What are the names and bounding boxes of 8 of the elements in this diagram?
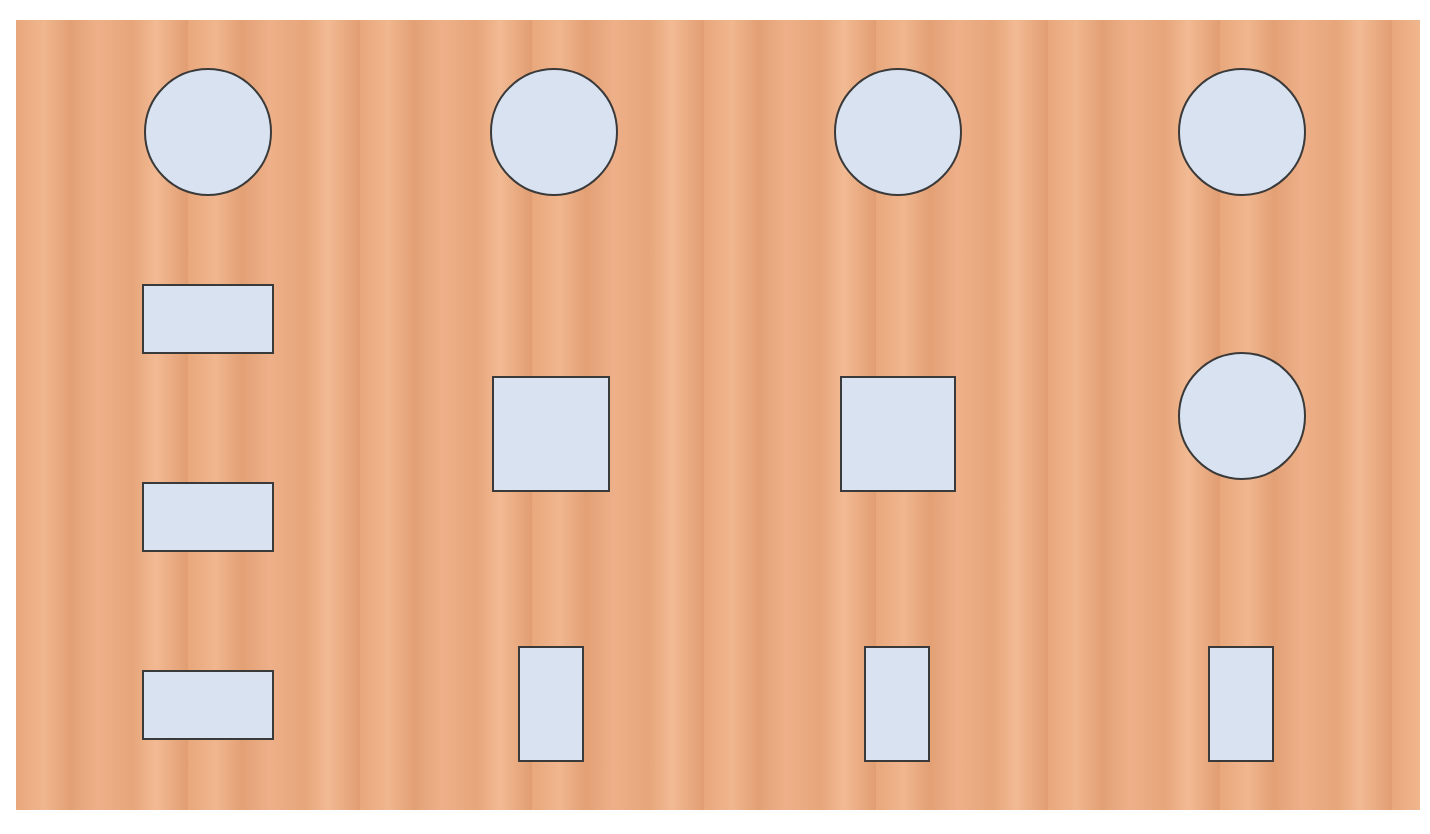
rectangle-shape xyxy=(142,482,274,552)
rectangle-shape xyxy=(142,284,274,354)
rectangle-shape xyxy=(1208,646,1274,762)
rectangle-shape xyxy=(840,376,956,492)
rectangle-shape xyxy=(142,670,274,740)
rectangle-shape xyxy=(864,646,930,762)
rectangle-shape xyxy=(492,376,610,492)
rectangle-shape xyxy=(518,646,584,762)
